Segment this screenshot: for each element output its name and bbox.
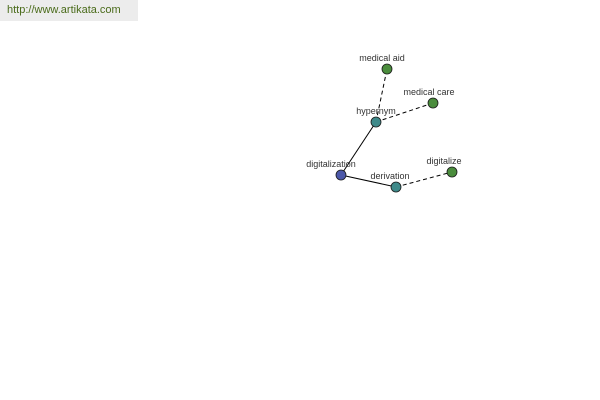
edge-hypernym-medical-care <box>375 102 434 123</box>
node-label-digitalization: digitalization <box>306 159 356 169</box>
node-label-medical-aid: medical aid <box>359 53 405 63</box>
node-label-digitalize: digitalize <box>426 156 461 166</box>
edge-digitalization-hypernym <box>340 121 377 176</box>
node-label-derivation: derivation <box>370 171 409 181</box>
node-medical-care[interactable] <box>427 97 439 109</box>
edge-hypernym-medical-aid <box>375 68 388 123</box>
edge-derivation-digitalize <box>395 171 453 188</box>
node-medical-aid[interactable] <box>381 63 393 75</box>
node-hypernym[interactable] <box>370 116 382 128</box>
site-url-link[interactable]: http://www.artikata.com <box>7 4 121 16</box>
node-digitalization[interactable] <box>335 169 347 181</box>
node-label-hypernym: hypernym <box>356 106 396 116</box>
edge-digitalization-derivation <box>340 174 397 188</box>
edges-layer <box>340 68 453 188</box>
nodes-layer: digitalization hypernym derivation medical … <box>306 53 462 193</box>
node-derivation[interactable] <box>390 181 402 193</box>
node-label-medical-care: medical care <box>403 87 454 97</box>
url-bar: http://www.artikata.com <box>0 0 138 21</box>
node-digitalize[interactable] <box>446 166 458 178</box>
